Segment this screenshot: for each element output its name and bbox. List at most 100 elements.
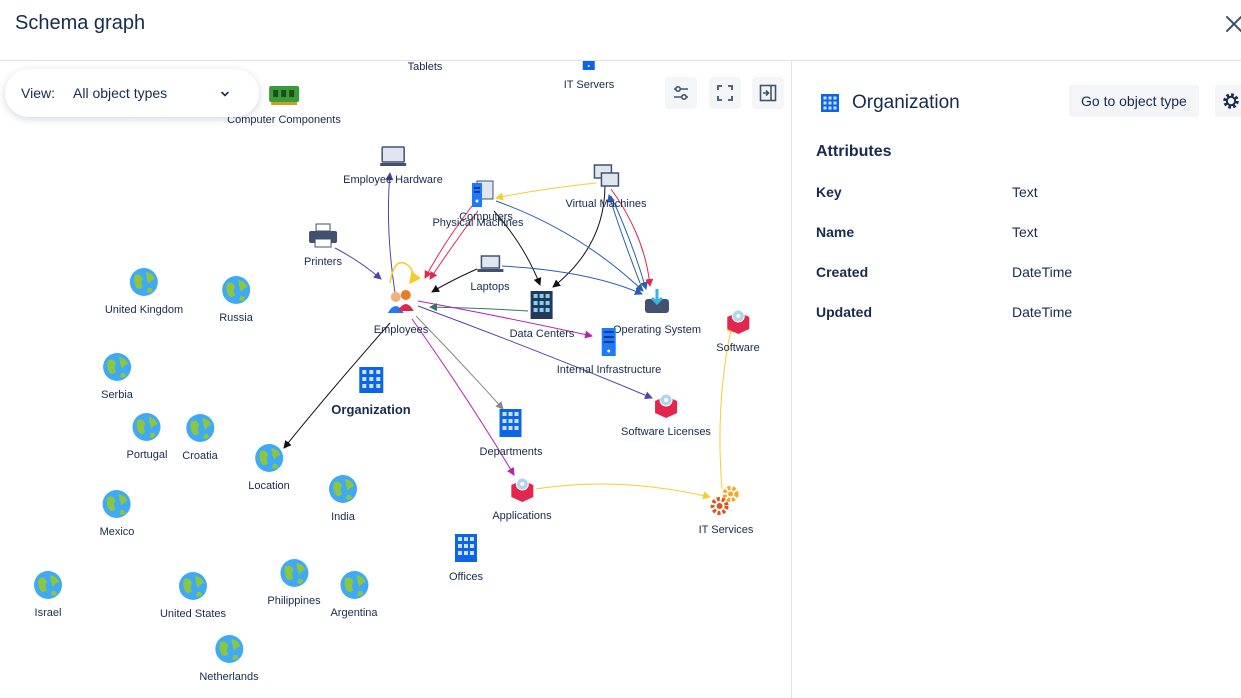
schema-graph-canvas[interactable]: Tablets IT Servers Computer Components E… bbox=[0, 61, 791, 698]
node-argentina[interactable]: Argentina bbox=[330, 570, 378, 619]
node-label: IT Services bbox=[698, 524, 754, 536]
node-label: Employee Hardware bbox=[343, 174, 443, 186]
node-printers[interactable]: Printers bbox=[304, 223, 342, 268]
node-united-kingdom[interactable]: United Kingdom bbox=[105, 267, 183, 316]
node-label: Printers bbox=[304, 256, 342, 268]
attributes-heading: Attributes bbox=[816, 143, 892, 160]
fullscreen-button[interactable] bbox=[709, 77, 741, 109]
gear-icon bbox=[1223, 93, 1239, 109]
node-label: Computer Components bbox=[227, 114, 341, 126]
node-data-centers[interactable]: Data Centers bbox=[509, 289, 575, 340]
software-box-icon bbox=[510, 477, 533, 502]
node-label: Operating System bbox=[612, 324, 702, 336]
node-label: Internal Infrastructure bbox=[556, 364, 662, 376]
page-title: Schema graph bbox=[15, 12, 146, 34]
node-label: Software Licenses bbox=[621, 426, 711, 438]
node-computer-components[interactable]: Computer Components bbox=[227, 83, 341, 126]
globe-icon bbox=[34, 571, 62, 599]
node-label: Virtual Machines bbox=[565, 198, 647, 210]
modal-header: Schema graph bbox=[0, 0, 1241, 61]
attribute-key: Name bbox=[816, 224, 855, 240]
node-operating-system[interactable]: Operating System bbox=[613, 287, 701, 336]
node-label: Argentina bbox=[330, 607, 378, 619]
node-label: Departments bbox=[479, 446, 543, 458]
node-label: Applications bbox=[492, 510, 552, 522]
node-croatia[interactable]: Croatia bbox=[182, 413, 218, 462]
globe-icon bbox=[103, 490, 131, 518]
attribute-type: DateTime bbox=[1012, 264, 1073, 280]
node-philippines[interactable]: Philippines bbox=[267, 558, 321, 607]
node-departments[interactable]: Departments bbox=[479, 407, 543, 458]
node-location[interactable]: Location bbox=[248, 443, 290, 492]
attribute-key: Key bbox=[816, 184, 842, 200]
node-physical-machines[interactable]: Physical Machines bbox=[432, 215, 523, 229]
globe-icon bbox=[340, 571, 368, 599]
node-portugal[interactable]: Portugal bbox=[126, 412, 168, 461]
node-employees[interactable]: Employees bbox=[374, 287, 428, 336]
server-rack-icon bbox=[602, 328, 616, 356]
building-dark-icon bbox=[531, 291, 553, 319]
node-israel[interactable]: Israel bbox=[33, 570, 63, 619]
node-internal-infrastructure[interactable]: Internal Infrastructure bbox=[556, 327, 662, 376]
node-label: Location bbox=[248, 480, 290, 492]
node-label: Physical Machines bbox=[432, 217, 524, 229]
globe-icon bbox=[222, 276, 250, 304]
computer-tower-icon bbox=[472, 180, 494, 207]
node-label: Croatia bbox=[182, 450, 218, 462]
node-it-services[interactable]: IT Services bbox=[698, 485, 754, 536]
attribute-key: Updated bbox=[816, 304, 872, 320]
node-applications[interactable]: Applications bbox=[492, 475, 552, 522]
node-virtual-machines[interactable]: Virtual Machines bbox=[565, 163, 647, 210]
node-employee-hardware[interactable]: Employee Hardware bbox=[343, 145, 443, 186]
node-mexico[interactable]: Mexico bbox=[100, 489, 134, 538]
node-label-computers: Computers bbox=[459, 211, 513, 223]
node-offices[interactable]: Offices bbox=[449, 532, 483, 583]
node-united-states[interactable]: United States bbox=[160, 571, 226, 620]
node-netherlands[interactable]: Netherlands bbox=[199, 634, 259, 683]
toggle-panel-button[interactable] bbox=[752, 77, 784, 109]
globe-icon bbox=[130, 268, 158, 296]
close-icon[interactable] bbox=[1222, 12, 1241, 36]
attribute-type: DateTime bbox=[1012, 304, 1073, 320]
node-laptops[interactable]: Laptops bbox=[470, 254, 510, 293]
node-software-licenses[interactable]: Software Licenses bbox=[621, 391, 711, 438]
software-box-icon bbox=[654, 393, 677, 418]
node-it-servers[interactable]: IT Servers bbox=[564, 61, 614, 91]
detail-panel: Organization Go to object type Attribute… bbox=[792, 61, 1241, 698]
chevron-down-icon[interactable] bbox=[219, 88, 231, 100]
node-india[interactable]: India bbox=[328, 474, 358, 523]
node-label: Philippines bbox=[267, 595, 321, 607]
node-serbia[interactable]: Serbia bbox=[101, 352, 133, 401]
globe-icon bbox=[214, 635, 243, 663]
node-label: Russia bbox=[219, 312, 253, 324]
go-to-object-type-button[interactable]: Go to object type bbox=[1069, 85, 1199, 117]
view-select-value[interactable]: All object types bbox=[73, 85, 168, 101]
view-selector[interactable]: View: All object types bbox=[5, 69, 259, 117]
graph-edges bbox=[283, 172, 735, 500]
globe-icon bbox=[279, 559, 308, 587]
node-label: Netherlands bbox=[199, 671, 259, 683]
panel-title: Organization bbox=[852, 92, 960, 113]
node-label: United Kingdom bbox=[104, 304, 184, 316]
settings-button[interactable] bbox=[1215, 85, 1241, 117]
node-tablets[interactable]: Tablets bbox=[408, 61, 443, 73]
building-icon bbox=[358, 367, 383, 393]
monitor-icon bbox=[380, 146, 406, 166]
globe-icon bbox=[186, 414, 214, 442]
filter-settings-button[interactable] bbox=[665, 77, 697, 109]
node-label: Organization bbox=[331, 402, 411, 417]
node-label: Serbia bbox=[101, 389, 133, 401]
node-label: Employees bbox=[373, 324, 429, 336]
node-software[interactable]: Software bbox=[716, 307, 760, 354]
software-box-icon bbox=[726, 309, 749, 334]
node-label: Software bbox=[716, 342, 760, 354]
building-icon bbox=[455, 534, 477, 562]
building-icon bbox=[499, 409, 522, 437]
globe-icon bbox=[132, 413, 161, 441]
node-label: Portugal bbox=[126, 449, 168, 461]
node-label: Data Centers bbox=[509, 328, 575, 340]
node-russia[interactable]: Russia bbox=[219, 275, 253, 324]
node-computers[interactable] bbox=[467, 179, 497, 214]
node-organization[interactable]: Organization bbox=[331, 365, 411, 417]
panel-collapse-icon bbox=[759, 84, 777, 102]
